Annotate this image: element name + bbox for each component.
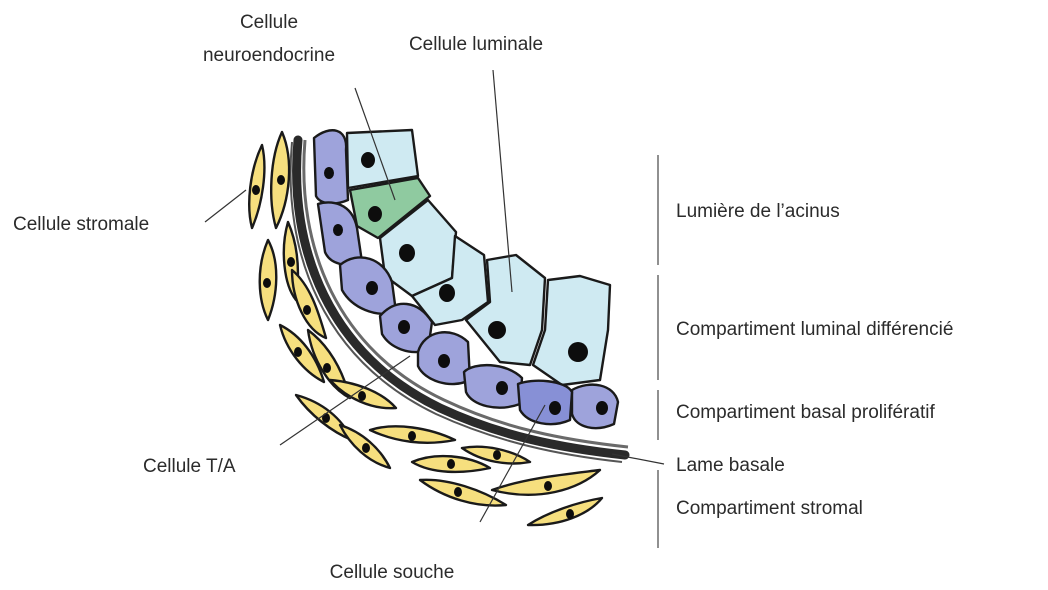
luminal-cells xyxy=(347,130,610,385)
label-neuroendocrine-line2: neuroendocrine xyxy=(203,45,335,66)
label-basal-lamina: Lame basale xyxy=(676,455,785,476)
stem-cell xyxy=(518,381,572,424)
label-luminal-cell: Cellule luminale xyxy=(409,34,543,55)
label-ta-cell: Cellule T/A xyxy=(143,456,236,477)
label-neuroendocrine-line1: Cellule xyxy=(240,12,298,33)
label-lumen: Lumière de l’acinus xyxy=(676,201,840,222)
label-stromal-cell: Cellule stromale xyxy=(13,214,149,235)
basal-cell xyxy=(464,365,522,407)
label-luminal-compartment: Compartiment luminal différencié xyxy=(676,319,953,340)
stromal-cell xyxy=(528,498,602,525)
label-basal-compartment: Compartiment basal prolifératif xyxy=(676,402,935,423)
basal-cell xyxy=(572,385,618,428)
stromal-cell xyxy=(420,480,506,506)
label-stromal-compartment: Compartiment stromal xyxy=(676,498,863,519)
basal-cell xyxy=(314,130,348,203)
label-stem-cell: Cellule souche xyxy=(330,562,455,583)
